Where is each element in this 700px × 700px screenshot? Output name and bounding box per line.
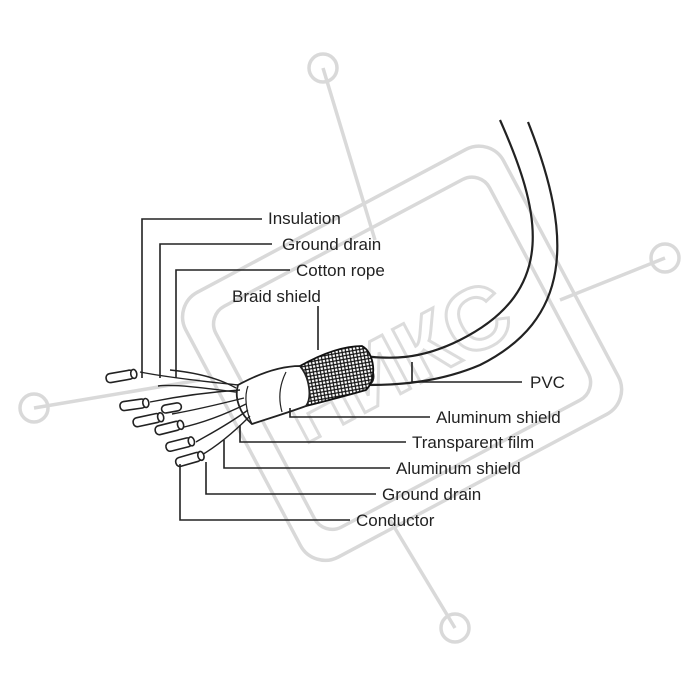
leader-cotton-rope xyxy=(175,269,290,378)
leader-ground-drain-bottom xyxy=(205,462,376,495)
aluminum-shield-wrap xyxy=(235,365,311,426)
label-conductor: Conductor xyxy=(356,511,435,530)
leader-transparent-film xyxy=(239,425,406,443)
leader-insulation xyxy=(141,218,262,378)
labels: Insulation Ground drain Cotton rope Brai… xyxy=(232,209,565,530)
label-ground-drain-top: Ground drain xyxy=(282,235,381,254)
label-transparent-film: Transparent film xyxy=(412,433,534,452)
leader-pvc xyxy=(411,362,522,383)
label-aluminum-shield-inner: Aluminum shield xyxy=(396,459,521,478)
conductor-tips xyxy=(105,368,205,468)
label-aluminum-shield-outer: Aluminum shield xyxy=(436,408,561,427)
label-cotton-rope: Cotton rope xyxy=(296,261,385,280)
label-pvc: PVC xyxy=(530,373,565,392)
leader-conductor xyxy=(179,464,350,521)
label-ground-drain-bottom: Ground drain xyxy=(382,485,481,504)
leader-aluminum-shield-inner xyxy=(223,440,390,469)
leader-lines xyxy=(141,218,522,521)
leader-ground-drain-top xyxy=(159,243,272,378)
leader-aluminum-shield-outer xyxy=(289,408,430,418)
label-braid-shield: Braid shield xyxy=(232,287,321,306)
label-insulation: Insulation xyxy=(268,209,341,228)
